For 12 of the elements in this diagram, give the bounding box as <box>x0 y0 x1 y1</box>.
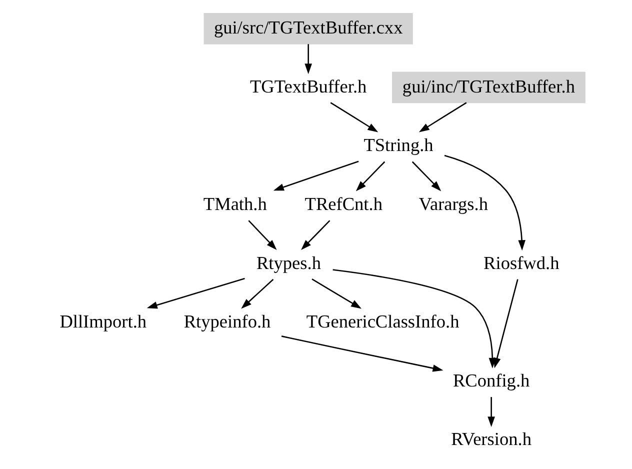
node-text: RVersion.h <box>450 429 531 450</box>
node-text: TMath.h <box>202 194 266 214</box>
node-text: TGenericClassInfo.h <box>306 312 459 332</box>
node-text: TString.h <box>363 135 433 156</box>
node-text: Rtypeinfo.h <box>183 312 270 332</box>
node-text: Rtypes.h <box>256 252 320 273</box>
node-text: Riosfwd.h <box>483 252 559 273</box>
node-text: TRefCnt.h <box>304 194 382 214</box>
node-text: DllImport.h <box>59 312 146 332</box>
node-text: RConfig.h <box>452 370 530 390</box>
node-text: TGTextBuffer.h <box>249 76 366 96</box>
node-text: Varargs.h <box>418 194 488 214</box>
